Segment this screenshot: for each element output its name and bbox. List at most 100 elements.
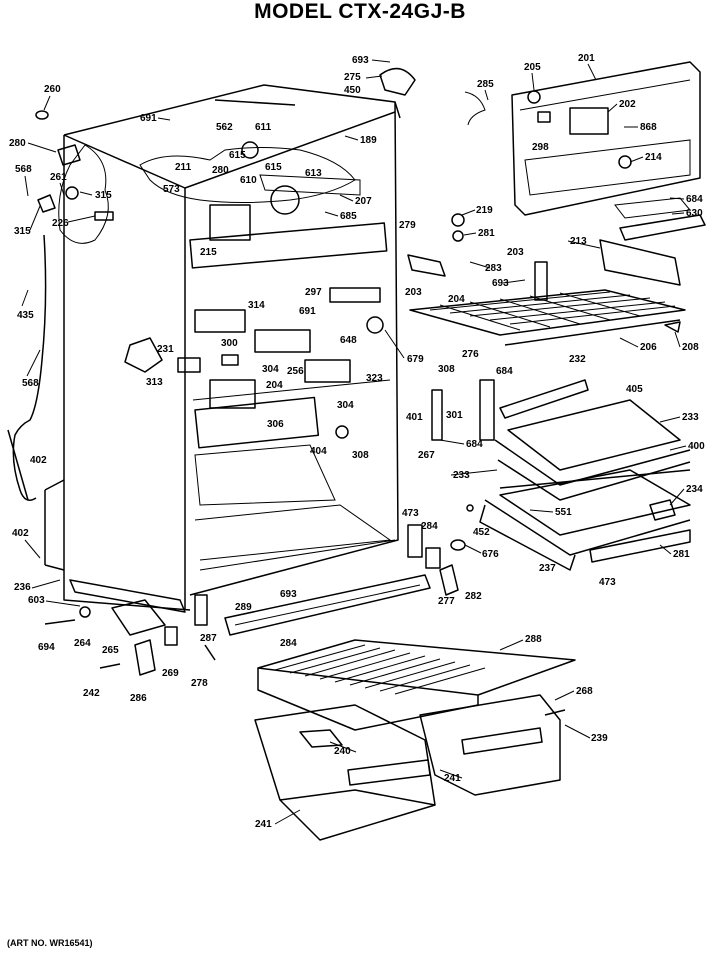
callout: 289 xyxy=(235,602,252,613)
callout: 206 xyxy=(640,342,657,353)
callout: 208 xyxy=(682,342,699,353)
callout: 279 xyxy=(399,220,416,231)
fresh-food-shelves xyxy=(431,379,691,571)
callout: 283 xyxy=(485,263,502,274)
callout: 281 xyxy=(478,228,495,239)
callout: 219 xyxy=(476,205,493,216)
callout: 237 xyxy=(539,563,556,574)
callout: 285 xyxy=(477,79,494,90)
callout: 304 xyxy=(337,400,354,411)
callout: 284 xyxy=(421,521,438,532)
callout-labels: 260 691 693 275 450 285 205 201 202 868 … xyxy=(9,53,705,830)
callout: 232 xyxy=(569,354,586,365)
callout: 314 xyxy=(248,300,265,311)
callout: 693 xyxy=(280,589,297,600)
leader-lines xyxy=(21,59,687,825)
callout: 323 xyxy=(366,373,383,384)
callout: 297 xyxy=(305,287,322,298)
callout: 473 xyxy=(402,508,419,519)
callout: 260 xyxy=(44,84,61,95)
callout: 684 xyxy=(496,366,513,377)
callout: 568 xyxy=(22,378,39,389)
callout: 203 xyxy=(507,247,524,258)
callout: 189 xyxy=(360,135,377,146)
callout: 277 xyxy=(438,596,455,607)
callout: 241 xyxy=(444,773,461,784)
callout: 215 xyxy=(200,247,217,258)
art-number: (ART NO. WR16541) xyxy=(7,938,93,948)
callout: 300 xyxy=(221,338,238,349)
water-tubing xyxy=(7,234,47,501)
callout: 308 xyxy=(438,364,455,375)
callout: 615 xyxy=(265,162,282,173)
callout: 287 xyxy=(200,633,217,644)
callout: 693 xyxy=(492,278,509,289)
callout: 313 xyxy=(146,377,163,388)
callout: 236 xyxy=(14,582,31,593)
callout: 301 xyxy=(446,410,463,421)
callout: 213 xyxy=(570,236,587,247)
crisper-supports xyxy=(194,524,466,636)
callout: 603 xyxy=(28,595,45,606)
callout: 473 xyxy=(599,577,616,588)
callout: 450 xyxy=(344,85,361,96)
callout: 610 xyxy=(240,175,257,186)
callout: 265 xyxy=(102,645,119,656)
control-components xyxy=(124,67,416,449)
callout: 286 xyxy=(130,693,147,704)
callout: 201 xyxy=(578,53,595,64)
callout: 685 xyxy=(340,211,357,222)
callout: 264 xyxy=(74,638,91,649)
callout: 402 xyxy=(12,528,29,539)
callout: 203 xyxy=(405,287,422,298)
callout: 226 xyxy=(52,218,69,229)
callout: 267 xyxy=(418,450,435,461)
callout: 241 xyxy=(255,819,272,830)
callout: 207 xyxy=(355,196,372,207)
hinge-hardware xyxy=(35,110,216,676)
callout: 308 xyxy=(352,450,369,461)
callout: 269 xyxy=(162,668,179,679)
callout: 404 xyxy=(310,446,327,457)
callout: 214 xyxy=(645,152,662,163)
callout: 402 xyxy=(30,455,47,466)
callout: 630 xyxy=(686,208,703,219)
callout: 282 xyxy=(465,591,482,602)
callout: 400 xyxy=(688,441,705,452)
refrigerator-cabinet xyxy=(44,84,401,613)
callout: 613 xyxy=(305,168,322,179)
callout: 551 xyxy=(555,507,572,518)
callout: 281 xyxy=(673,549,690,560)
callout: 315 xyxy=(95,190,112,201)
callout: 568 xyxy=(15,164,32,175)
callout: 676 xyxy=(482,549,499,560)
callout: 233 xyxy=(453,470,470,481)
callout: 694 xyxy=(38,642,55,653)
callout: 231 xyxy=(157,344,174,355)
callout: 306 xyxy=(267,419,284,430)
callout: 233 xyxy=(682,412,699,423)
callout: 204 xyxy=(448,294,465,305)
callout: 261 xyxy=(50,172,67,183)
callout: 239 xyxy=(591,733,608,744)
callout: 691 xyxy=(140,113,157,124)
callout: 405 xyxy=(626,384,643,395)
callout: 288 xyxy=(525,634,542,645)
callout: 684 xyxy=(466,439,483,450)
callout: 691 xyxy=(299,306,316,317)
callout: 205 xyxy=(524,62,541,73)
crisper-assembly xyxy=(254,639,576,841)
callout: 280 xyxy=(212,165,229,176)
diagram-title: MODEL CTX-24GJ-B xyxy=(254,0,466,23)
callout: 452 xyxy=(473,527,490,538)
callout: 284 xyxy=(280,638,297,649)
callout: 234 xyxy=(686,484,703,495)
callout: 202 xyxy=(619,99,636,110)
evaporator-cover-panel xyxy=(511,61,701,216)
callout: 276 xyxy=(462,349,479,360)
callout: 304 xyxy=(262,364,279,375)
callout: 211 xyxy=(175,162,192,173)
callout: 573 xyxy=(163,184,180,195)
callout: 280 xyxy=(9,138,26,149)
